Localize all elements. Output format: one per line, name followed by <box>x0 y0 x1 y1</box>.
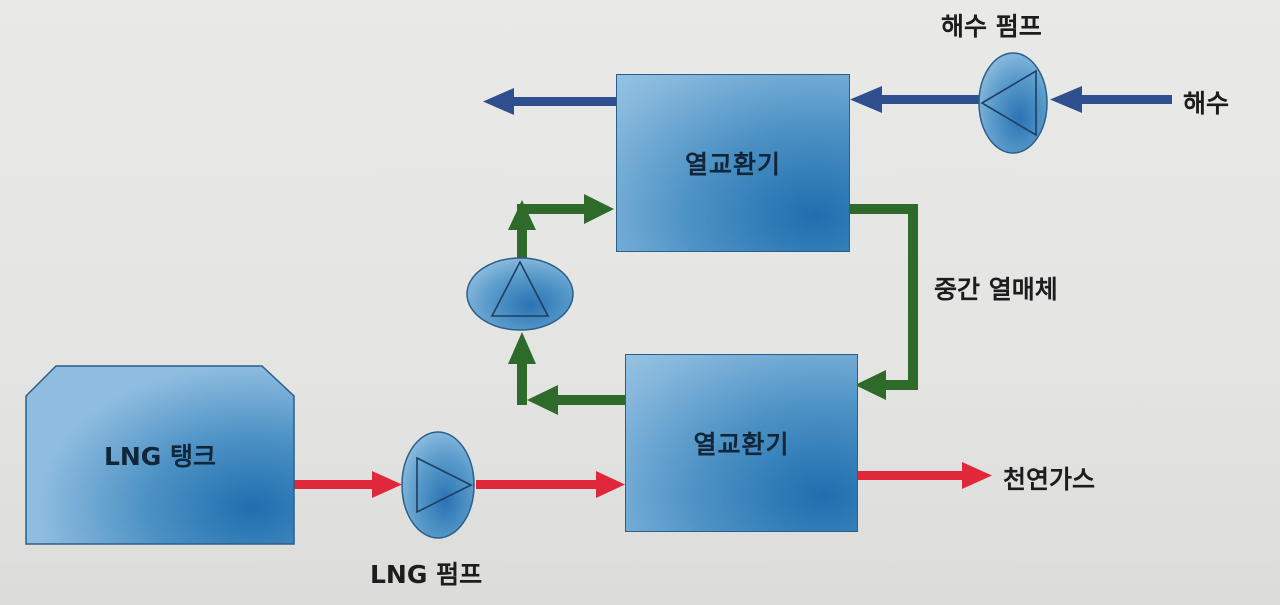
lng-tank-label: LNG 탱크 <box>103 442 217 471</box>
heat-exchanger-bottom: 열교환기 <box>625 354 858 532</box>
seawater-flow-line <box>483 86 1172 115</box>
lng-tank-shape <box>25 365 295 545</box>
lng-pump <box>401 431 475 539</box>
lng-pump-label: LNG 펌프 <box>370 560 483 589</box>
intermediate-medium-loop <box>508 194 918 415</box>
natural-gas-label: 천연가스 <box>1003 465 1096 494</box>
intermediate-medium-pump <box>466 257 574 331</box>
seawater-pump-label: 해수 펌프 <box>941 12 1042 41</box>
heat-exchanger-top: 열교환기 <box>616 74 850 252</box>
seawater-pump <box>978 52 1048 154</box>
intermediate-medium-label: 중간 열매체 <box>934 275 1058 304</box>
seawater-label: 해수 <box>1183 89 1230 118</box>
lng-flow-line <box>294 462 992 498</box>
